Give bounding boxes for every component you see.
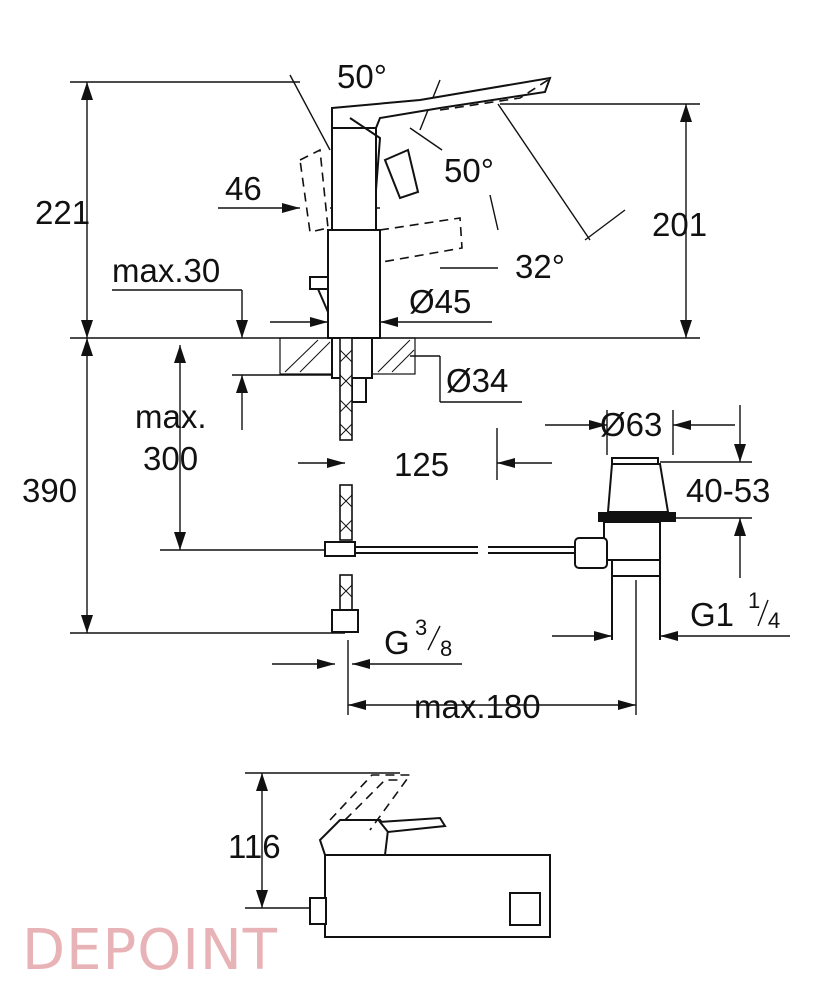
label-thread-g1-den: 4 bbox=[768, 608, 780, 633]
label-max: max. bbox=[135, 398, 207, 435]
label-diam-45: Ø45 bbox=[409, 283, 471, 320]
label-diam-34: Ø34 bbox=[446, 362, 508, 399]
label-300: 300 bbox=[143, 440, 198, 477]
label-angle-low: 32° bbox=[515, 248, 565, 285]
dimension-labels: 50° 50° 32° 221 201 46 max.30 Ø45 Ø34 ma… bbox=[22, 58, 780, 865]
dimension-lines bbox=[70, 74, 790, 909]
label-angle-mid: 50° bbox=[444, 152, 494, 189]
label-thread-g1: G1 bbox=[690, 596, 734, 633]
label-116: 116 bbox=[228, 828, 281, 865]
label-thread-g: G bbox=[384, 624, 410, 661]
watermark-logo: DEPOINT bbox=[22, 918, 278, 983]
label-max-30: max.30 bbox=[112, 252, 220, 289]
label-thread-g1-num: 1 bbox=[748, 588, 760, 613]
label-angle-top: 50° bbox=[337, 58, 387, 95]
waste-valve bbox=[574, 457, 676, 640]
lever-detail bbox=[309, 774, 551, 938]
label-max-180: max.180 bbox=[414, 688, 541, 725]
label-thread-g-num: 3 bbox=[415, 615, 427, 640]
label-40-53: 40-53 bbox=[686, 472, 770, 509]
label-thread-g-den: 8 bbox=[440, 636, 452, 661]
faucet-body bbox=[279, 76, 575, 633]
label-390: 390 bbox=[22, 472, 77, 509]
label-diam-63: Ø63 bbox=[600, 406, 662, 443]
label-125: 125 bbox=[394, 446, 449, 483]
label-46: 46 bbox=[225, 170, 262, 207]
watermark-part1: DE bbox=[22, 918, 103, 983]
watermark-part2: POINT bbox=[102, 918, 278, 983]
label-221: 221 bbox=[35, 194, 90, 231]
label-201: 201 bbox=[652, 206, 707, 243]
